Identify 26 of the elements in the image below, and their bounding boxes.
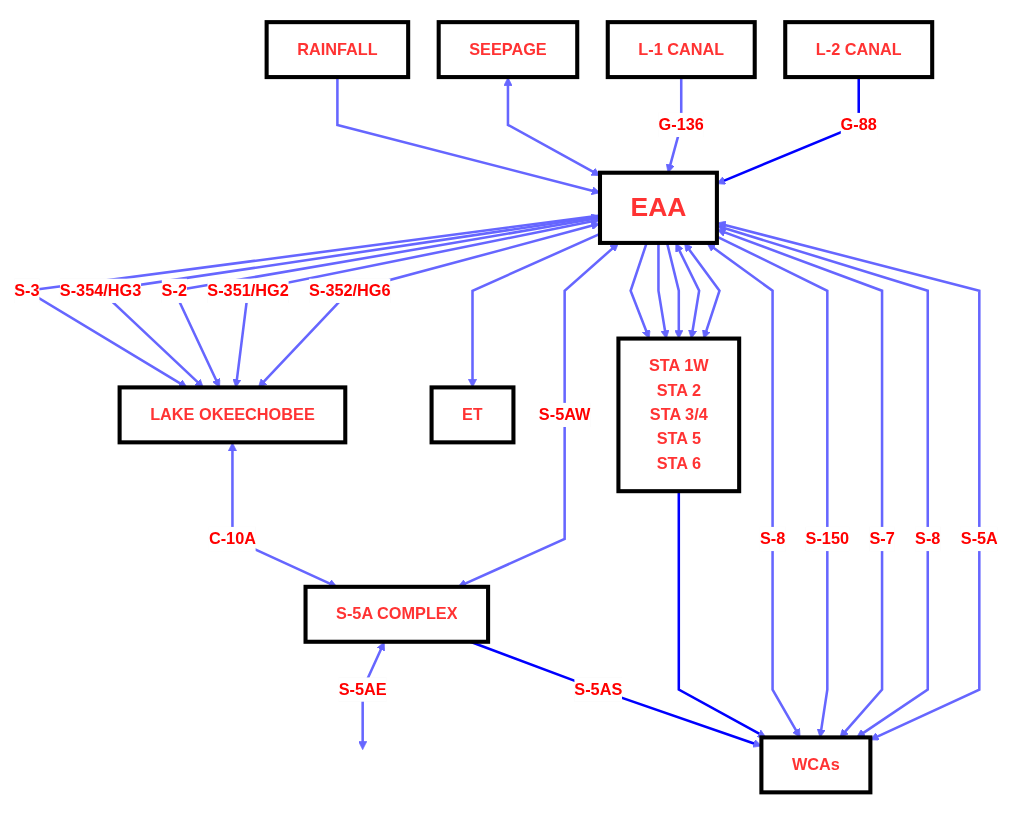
node-box: EAA xyxy=(597,170,719,245)
edge-label: S-2 xyxy=(161,281,187,299)
edge-label: S-5AE xyxy=(338,680,387,698)
node-box: L-1 CANAL xyxy=(605,19,757,79)
node-box: RAINFALL xyxy=(264,19,410,79)
node-box: STA 1W STA 2 STA 3/4 STA 5 STA 6 xyxy=(615,336,741,493)
edge-label: C-10A xyxy=(208,529,256,547)
node-box: L-2 CANAL xyxy=(782,19,934,79)
edge-label: S-352/HG6 xyxy=(308,281,391,299)
edge-label: S-5AS xyxy=(573,680,622,698)
edge-label: S-150 xyxy=(805,529,849,547)
edge-label: G-88 xyxy=(840,115,877,133)
edge-label: S-5A xyxy=(960,529,998,547)
edge-label: S-7 xyxy=(868,529,895,547)
node-box: ET xyxy=(429,385,515,445)
edge-label: S-354/HG3 xyxy=(59,281,141,299)
node-box: SEEPAGE xyxy=(436,19,579,79)
node-box: LAKE OKEECHOBEE xyxy=(117,385,347,445)
edge-label: S-8 xyxy=(759,529,785,547)
edge-label: S-3 xyxy=(13,281,39,299)
node-box: WCAs xyxy=(758,735,872,795)
edge-label: S-8 xyxy=(914,529,940,547)
edge-label: S-5AW xyxy=(538,405,590,423)
edge-label: G-136 xyxy=(658,115,704,133)
node-box: S-5A COMPLEX xyxy=(303,584,490,644)
edge-label: S-351/HG2 xyxy=(206,281,289,299)
